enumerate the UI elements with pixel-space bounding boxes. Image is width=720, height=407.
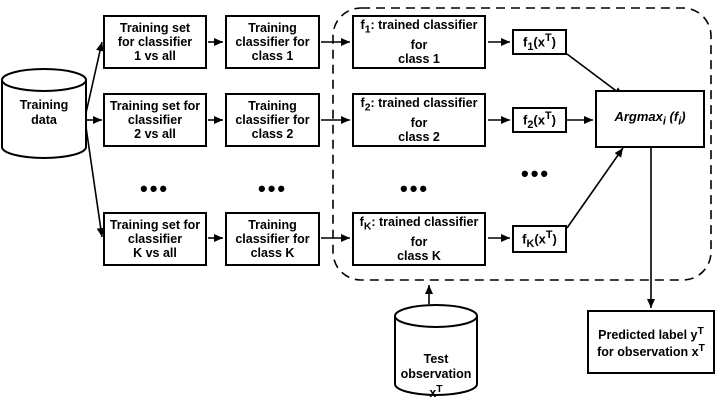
training-data-line-1: Training <box>19 98 69 112</box>
trained-classifier-2-subscript: 2 <box>364 102 371 114</box>
output-arg: (x <box>533 33 545 49</box>
trained-classifier-1-line-1: f1: trained classifier <box>360 18 478 36</box>
argmax-arg: (f <box>669 108 679 124</box>
trained-classifier-1-line-3: class 1 <box>398 51 440 66</box>
training-set-2-line-2: classifier <box>127 113 183 127</box>
ellipsis-training-sets: ••• <box>140 176 170 201</box>
arrow-output-1-to-argmax <box>566 53 624 97</box>
training-data-label: Training data <box>4 98 84 128</box>
arrow-data-to-set-k <box>85 126 105 238</box>
test-observation-line-1: Test <box>423 352 449 366</box>
ellipsis-outputs: ••• <box>521 161 551 186</box>
training-set-k-line-1: Training set for <box>109 218 201 232</box>
trained-classifier-k-text: : trained classifier <box>371 215 479 230</box>
ellipsis-training-classifiers: ••• <box>258 176 288 201</box>
ellipsis-trained-classifiers: ••• <box>400 176 430 201</box>
trained-classifier-box-k: fK: trained classifier for class K <box>352 212 486 266</box>
output-f: f <box>522 230 527 246</box>
classifier-output-1-subscript: 1 <box>527 40 534 53</box>
trained-classifier-box-2: f2: trained classifier for class 2 <box>352 93 486 147</box>
classifier-output-box-2: f2(xT) <box>512 107 567 133</box>
arrow-data-to-set-1 <box>85 41 104 114</box>
test-observation-cylinder <box>394 304 478 396</box>
classifier-output-2-subscript: 2 <box>527 118 534 131</box>
output-close: ) <box>552 230 557 246</box>
trained-classifier-box-1: f1: trained classifier for class 1 <box>352 15 486 69</box>
argmax-close: ) <box>681 108 686 124</box>
trained-classifier-k-line-3: class K <box>397 248 441 263</box>
output-arg: (x <box>533 111 545 127</box>
classifier-output-2-text: f2(xT) <box>523 109 556 132</box>
training-classifier-box-2: Training classifier for class 2 <box>225 93 320 147</box>
predicted-line-1-sup: T <box>697 325 704 337</box>
training-classifier-1-line-1: Training <box>248 21 297 35</box>
test-observation-label: Test observation xT <box>395 352 477 401</box>
training-classifier-2-line-1: Training <box>248 99 297 113</box>
classifier-output-box-1: f1(xT) <box>512 29 567 55</box>
argmax-text: Argmaxi (fi) <box>614 108 686 129</box>
predicted-line-2-text: for observation x <box>597 345 699 360</box>
classifier-output-1-text: f1(xT) <box>523 31 556 54</box>
predicted-label-box: Predicted label yT for observation xT <box>587 310 715 374</box>
predicted-line-1-text: Predicted label y <box>598 328 698 342</box>
trained-classifier-2-line-3: class 2 <box>398 129 440 144</box>
predicted-line-2: for observation xT <box>597 342 705 359</box>
training-set-box-k: Training set for classifier K vs all <box>103 212 207 266</box>
output-sup: T <box>544 109 552 122</box>
output-arg: (x <box>534 230 546 246</box>
argmax-subscript: i <box>662 115 666 128</box>
classifier-output-k-subscript: K <box>526 237 535 250</box>
argmax-box: Argmaxi (fi) <box>595 90 705 148</box>
training-set-1-line-1: Training set <box>119 21 191 35</box>
argmax-word: Argmax <box>614 108 663 124</box>
training-classifier-k-line-1: Training <box>248 218 297 232</box>
trained-classifier-k-line-2: for <box>410 234 428 249</box>
test-observation-line-2-text: observation x <box>400 367 472 401</box>
predicted-line-1: Predicted label yT <box>597 325 705 342</box>
trained-classifier-1-line-2: for <box>410 37 428 52</box>
trained-classifier-2-text: : trained classifier <box>370 96 478 111</box>
training-classifier-k-line-2: classifier for <box>235 232 310 246</box>
training-classifier-2-line-3: class 2 <box>251 127 294 141</box>
training-set-box-1: Training set for classifier 1 vs all <box>103 15 207 69</box>
trained-model-region <box>332 7 712 281</box>
test-observation-line-2: observation xT <box>395 367 477 401</box>
trained-classifier-2-line-1: f2: trained classifier <box>360 96 478 114</box>
training-set-1-line-2: for classifier <box>117 35 193 49</box>
classifier-output-box-k: fK(xT) <box>512 225 567 253</box>
output-close: ) <box>551 33 556 49</box>
training-classifier-box-1: Training classifier for class 1 <box>225 15 320 69</box>
output-close: ) <box>551 111 556 127</box>
training-set-k-line-3: K vs all <box>133 246 177 260</box>
output-sup: T <box>544 31 552 44</box>
training-classifier-k-line-3: class K <box>250 246 295 260</box>
training-classifier-1-line-2: classifier for <box>235 35 310 49</box>
training-data-line-2: data <box>31 113 57 127</box>
output-f: f <box>523 111 528 127</box>
training-data-cylinder <box>1 68 87 159</box>
argmax-arg-subscript: i <box>678 115 682 128</box>
trained-classifier-k-subscript: K <box>363 221 372 233</box>
training-classifier-1-line-3: class 1 <box>251 49 294 63</box>
training-set-2-line-1: Training set for <box>109 99 201 113</box>
trained-classifier-k-line-1: fK: trained classifier <box>359 215 479 233</box>
classifier-output-k-text: fK(xT) <box>522 228 557 251</box>
trained-classifier-1-subscript: 1 <box>364 24 371 36</box>
training-set-k-line-2: classifier <box>127 232 183 246</box>
test-observation-sup: T <box>436 384 443 395</box>
training-set-1-line-3: 1 vs all <box>134 49 176 63</box>
trained-classifier-2-line-2: for <box>410 115 428 130</box>
arrow-output-k-to-argmax <box>566 147 624 229</box>
trained-classifier-1-text: : trained classifier <box>370 18 478 33</box>
predicted-line-2-sup: T <box>698 343 705 354</box>
output-f: f <box>523 33 528 49</box>
training-classifier-box-k: Training classifier for class K <box>225 212 320 266</box>
training-classifier-2-line-2: classifier for <box>235 113 310 127</box>
output-sup: T <box>545 228 553 241</box>
training-set-box-2: Training set for classifier 2 vs all <box>103 93 207 147</box>
training-set-2-line-3: 2 vs all <box>134 127 176 141</box>
